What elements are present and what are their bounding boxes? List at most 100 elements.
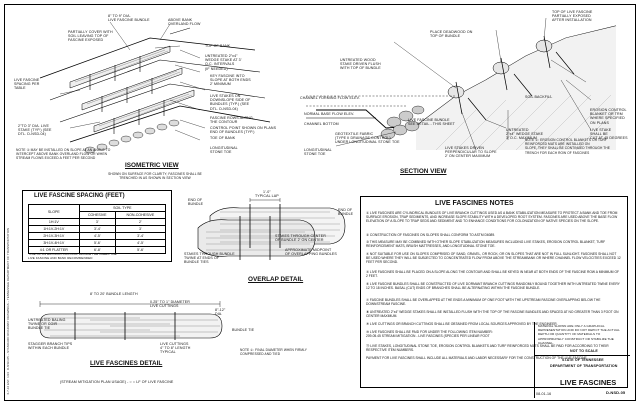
list-item: ⑤ LIVE FASCINES SHALL BE PLACED ON A SLO… bbox=[366, 270, 620, 278]
spacing-cell: 2H:1V-3H:1V bbox=[28, 232, 80, 240]
list-item: ⑦ FASCINE BUNDLES SHALL BE OVERLAPPED AT… bbox=[366, 298, 601, 306]
spacing-header-soil-type: SOIL TYPE bbox=[78, 204, 167, 212]
detail-bundle-tie: BUNDLE TIE bbox=[232, 328, 255, 332]
overlap-approx: APPROXIMATE MIDPOINT OF OVERLAPPING BUND… bbox=[285, 248, 337, 257]
list-item: ⑪ LIVE STAKES, LONGITUDINAL STONE TOE, E… bbox=[366, 344, 609, 360]
detail-mitigation: (STREAM MITIGATION PLAN USAGE) - ○ ○ LF … bbox=[60, 380, 174, 384]
detail-note: NOTE ①: FINAL DIAMETER WHEN FIRMLY COMPR… bbox=[240, 348, 307, 357]
iso-caption: SHOWN ON SURFACE FOR CLARITY; FASCINES S… bbox=[108, 172, 202, 181]
overlap-title: OVERLAP DETAIL bbox=[248, 276, 304, 283]
section-label-geotextile: GEOTEXTILE FABRIC (TYPE II DRAINAGE CONT… bbox=[335, 132, 400, 145]
iso-note: NOTE ① MAY BE INSTALLED ON SLOPE AT AN A… bbox=[16, 148, 111, 161]
tb-disclaimer: MATERIAL SHOWN ARE ONLY A GRAPHICAL REPR… bbox=[538, 324, 620, 345]
fascines-detail-drawing bbox=[39, 301, 223, 340]
section-label-perp: LIVE STAKES DRIVEN PERPENDICULAR TO SLOP… bbox=[445, 146, 497, 159]
title-block bbox=[534, 322, 630, 398]
overlap-typical: 1'-0" TYPICAL LAP bbox=[255, 190, 279, 199]
spacing-cell: 4'-5' bbox=[78, 232, 116, 240]
iso-label-untreated: UNTREATED 2"x4" WEDGE STAKE AT 3' O.C. I… bbox=[205, 54, 242, 71]
iso-label-partially: PARTIALLY COVER WITH SOIL LEAVING TOP OF… bbox=[68, 30, 113, 43]
iso-label-stakes: LIVE STAKES ON DOWNSLOPE SIDE OF BUNDLES… bbox=[210, 94, 251, 111]
section-label-live-stake: LIVE STAKE SHALL BE CUT AT 45 DEGREES bbox=[590, 128, 628, 141]
list-item: ⑥ LIVE FASCINE BUNDLES SHALL BE CONSTRUC… bbox=[366, 282, 620, 290]
iso-label-control: CONTROL POINT SHOWN ON PLANS END OF BUND… bbox=[210, 126, 277, 135]
isometric-drawing bbox=[39, 21, 271, 154]
iso-label-rows: FASCINE ROWS ALONG THE CONTOUR bbox=[210, 116, 253, 125]
section-label-normal: NORMAL BASE FLOW ELEV. bbox=[304, 112, 355, 116]
spacing-cell: 3' bbox=[78, 218, 116, 226]
detail-dia: 8"-12" DIA. bbox=[215, 308, 226, 317]
iso-label-stake-len: 2"TO 3" DIA. LIVE STAKE (TYP.) (SEE DTL.… bbox=[18, 124, 52, 137]
section-label-place: PLACE DEADWOOD ON TOP OF BUNDLE bbox=[430, 30, 473, 39]
spacing-cell: 3H:1V-4H:1V bbox=[28, 239, 80, 247]
list-item: ③ THIS MEASURE MAY BE COMBINED WITH OTHE… bbox=[366, 240, 606, 248]
spacing-table: SLOPE SOIL TYPE COHESIVE NON-COHESIVE 1H… bbox=[28, 204, 167, 254]
section-label-soil-backfill: SOIL BACKFILL bbox=[525, 95, 553, 99]
iso-label-toe-slope: TOE OF BANK bbox=[210, 136, 236, 140]
overlap-stakes-center: STAKES THROUGH CENTER OF BUNDLE 2' ON CE… bbox=[275, 234, 326, 243]
detail-length: 8' TO 20' BUNDLE LENGTH bbox=[90, 292, 138, 296]
overlap-stakes: STAKES THROUGH BUNDLE TWINE AT ENDS OF B… bbox=[184, 252, 235, 265]
section-label-longitudinal: LONGITUDINAL STONE TOE bbox=[304, 148, 332, 157]
section-label-wedge: UNTREATED WOOD STAKE DRIVEN FLUSH WITH T… bbox=[340, 58, 381, 71]
drawing-sheet bbox=[4, 4, 636, 401]
spacing-cell: 3'-4' bbox=[114, 232, 167, 240]
section-label-channel-bottom: CHANNEL BOTTOM bbox=[304, 122, 339, 126]
list-item: ⑧ UNTREATED 2"x4" WEDGE STAKES SHALL BE … bbox=[366, 310, 619, 318]
side-margin-text: D-NSD-05 – STANDARD ROADWAY DRAWINGS – T… bbox=[6, 227, 10, 370]
list-item: ② CONSTRUCTION OF FASCINES ON SLOPES SHA… bbox=[366, 233, 496, 237]
spacing-header-slope: SLOPE bbox=[28, 204, 80, 219]
section-label-erosion: EROSION CONTROL BLANKET OR TRM WHERE SPE… bbox=[590, 108, 627, 125]
list-item: ① LIVE FASCINES ARE CYLINDRICAL BUNDLES … bbox=[366, 211, 618, 223]
detail-twine: UNTREATED BALING TWINE OR COIR BUNDLE TI… bbox=[28, 318, 66, 331]
iso-label-longitudinal: LONGITUDINAL STONE TOE bbox=[210, 146, 238, 155]
section-drawing bbox=[306, 17, 617, 151]
spacing-table-box bbox=[22, 190, 172, 262]
detail-cuttings2: LIVE CUTTINGS 4" TO 8" LENGTH TYPICAL bbox=[160, 342, 191, 355]
section-label-untreated: UNTREATED 2"x4" WEDGE STAKE 3' O.C. MAXI… bbox=[506, 128, 544, 141]
spacing-cell: 1H:1V-2H:1V bbox=[28, 225, 80, 233]
tb-title: LIVE FASCINES bbox=[560, 378, 617, 387]
tb-scale: NOT TO SCALE bbox=[570, 349, 598, 353]
spacing-footnote: *USE OF AN EROSION CONTROL BLANKET BETWE… bbox=[28, 252, 117, 261]
spacing-header-noncohesive: NON-COHESIVE bbox=[114, 211, 167, 219]
overlap-drawing bbox=[197, 198, 346, 260]
overlap-end1: END OF BUNDLE bbox=[188, 198, 204, 207]
spacing-title: LIVE FASCINE SPACING (FEET) bbox=[34, 193, 125, 199]
iso-label-above-bank: ABOVE BANK OVERLAND FLOW bbox=[168, 18, 201, 27]
detail-title: LIVE FASCINES DETAIL bbox=[90, 360, 163, 367]
spacing-cell: 1H:1V bbox=[28, 218, 80, 226]
section-title: SECTION VIEW bbox=[400, 168, 447, 175]
tb-dwg: D-NSD-05 bbox=[606, 390, 626, 395]
notes-box bbox=[360, 196, 628, 388]
tb-state: STATE OF TENNESSEE bbox=[562, 358, 604, 362]
iso-label-top-bank: TOP OF BANK bbox=[205, 44, 231, 48]
section-note: NOTE ①: EROSION CONTROL BLANKETS OR TURF… bbox=[525, 138, 610, 155]
iso-label-toe-fascines: 8" TO 9" DIA. LIVE FASCINE BUNDLE bbox=[108, 14, 150, 23]
tb-divider bbox=[534, 355, 630, 356]
spacing-cell: 2' bbox=[114, 218, 167, 226]
section-label-top-live: TOP OF LIVE FASCINE PARTIALLY EXPOSED AF… bbox=[552, 10, 593, 23]
list-item: ⑨ LIVE CUTTINGS OR BRANCH CUTTINGS SHALL… bbox=[366, 322, 558, 326]
list-item: ④ NOT SUITABLE FOR USE ON SLOPES COMPRIS… bbox=[366, 252, 621, 264]
detail-cuttings: 0.25" TO 1" DIAMETER LIVE CUTTINGS bbox=[150, 300, 190, 309]
notes-title: LIVE FASCINES NOTES bbox=[435, 200, 514, 207]
spacing-cell: 3'-4' bbox=[78, 225, 116, 233]
spacing-cell: 5'-6' bbox=[114, 246, 167, 254]
iso-title: ISOMETRIC VIEW bbox=[125, 162, 179, 169]
spacing-cell: 5'-6' bbox=[78, 239, 116, 247]
spacing-cell: 3' bbox=[114, 225, 167, 233]
iso-label-key: KEY FASCINE INTO SLOPE AT BOTH ENDS 2' M… bbox=[210, 74, 251, 87]
detail-staggered: STAGGER BRANCH TIPS WITHIN EACH BUNDLE bbox=[28, 342, 73, 351]
tb-date: 08-01-16 bbox=[536, 392, 552, 396]
spacing-cell: 4'-5' bbox=[114, 239, 167, 247]
side-ref-text: 6-7-16 EST. 1/16 bbox=[6, 372, 10, 395]
tb-dept: DEPARTMENT OF TRANSPORTATION bbox=[550, 364, 618, 368]
section-label-channel: CHANNEL FORMING FLOW ELEV. bbox=[300, 96, 360, 100]
spacing-header-cohesive: COHESIVE bbox=[78, 211, 116, 219]
